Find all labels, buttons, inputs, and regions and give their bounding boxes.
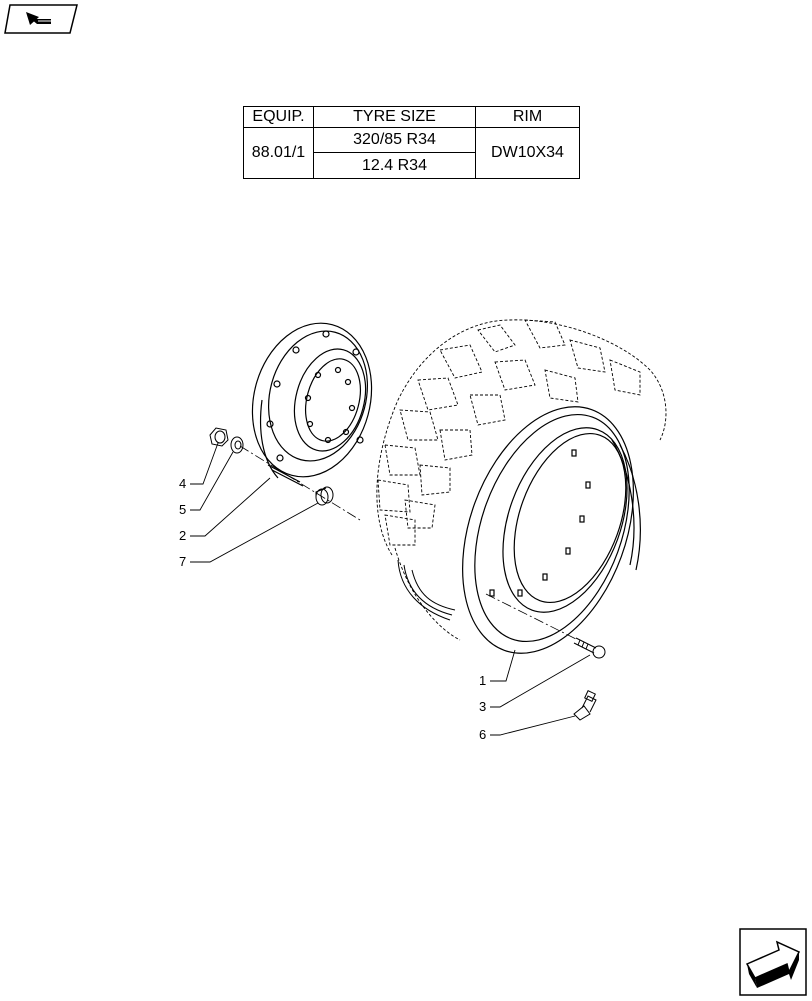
nut-part-4 — [209, 427, 229, 447]
back-navigation-icon[interactable] — [4, 4, 78, 34]
tyre-size-1: 320/85 R34 — [313, 126, 476, 154]
callout-4: 4 — [179, 476, 186, 491]
callout-7: 7 — [179, 554, 186, 569]
callout-5: 5 — [179, 502, 186, 517]
equip-value: 88.01/1 — [243, 126, 314, 180]
header-tyre-size: TYRE SIZE — [313, 106, 476, 128]
callout-1: 1 — [479, 673, 486, 688]
callout-3: 3 — [479, 699, 486, 714]
next-page-arrow-icon[interactable] — [739, 928, 807, 996]
rim-part-1 — [462, 406, 641, 654]
bolt-part-3 — [573, 637, 606, 659]
callout-6: 6 — [479, 727, 486, 742]
wheel-disc-part-2 — [251, 322, 373, 487]
washer-part-5 — [230, 436, 244, 454]
tyre-outline — [376, 319, 667, 641]
header-equip: EQUIP. — [243, 106, 314, 128]
tyre-sidewall — [397, 559, 456, 621]
rim-value: DW10X34 — [475, 126, 580, 180]
valve-part-6 — [573, 690, 597, 721]
tyre-size-2: 12.4 R34 — [313, 152, 476, 179]
tyre-spec-table: EQUIP. TYRE SIZE RIM 88.01/1 320/85 R34 … — [243, 106, 580, 180]
spacer-part-7 — [315, 486, 334, 506]
leader-lines — [190, 442, 591, 736]
assembly-axis-lines — [239, 445, 579, 641]
callout-2: 2 — [179, 528, 186, 543]
